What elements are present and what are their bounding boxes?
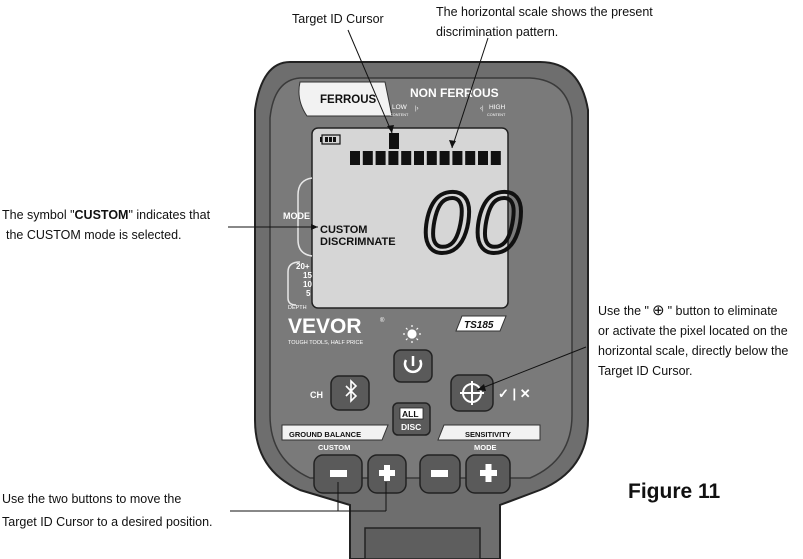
depth-10: 10 bbox=[303, 280, 312, 289]
sensitivity-minus-button[interactable] bbox=[419, 454, 461, 494]
ground-balance-bar bbox=[281, 424, 389, 441]
sensitivity-plus-button[interactable] bbox=[465, 454, 511, 494]
scale-segment bbox=[426, 151, 437, 165]
model-label: TS185 bbox=[464, 320, 494, 331]
backlight-icon bbox=[403, 325, 421, 343]
eliminate-line3: horizontal scale, directly below the bbox=[598, 344, 789, 358]
eliminate-line2: or activate the pixel located on the bbox=[598, 324, 788, 338]
scale-segment bbox=[350, 151, 360, 165]
cursor-plus-button[interactable] bbox=[367, 454, 407, 494]
depth-5: 5 bbox=[306, 289, 311, 298]
ch-label: CH bbox=[310, 390, 323, 400]
depth-15: 15 bbox=[303, 271, 312, 280]
brand-logo: VEVOR bbox=[288, 315, 362, 338]
depth-bracket bbox=[287, 261, 301, 306]
depth-label: DEPTH bbox=[288, 305, 307, 311]
scale-segment bbox=[478, 151, 488, 165]
low-tone-icon: |› bbox=[415, 106, 419, 112]
eliminate-callout: Use the "⊕" button to eliminate or activ… bbox=[598, 301, 788, 381]
brand-tagline: TOUGH TOOLS, HALF PRICE bbox=[288, 340, 364, 346]
custom-callout: The symbol "CUSTOM" indicates that the C… bbox=[2, 205, 210, 245]
scale-segment bbox=[439, 151, 450, 165]
ground-balance-label: GROUND BALANCE bbox=[289, 430, 361, 439]
target-id-cursor bbox=[389, 133, 399, 149]
target-id-digits: 00 bbox=[422, 175, 526, 271]
lcd-screen bbox=[311, 127, 509, 309]
move-line1: Use the two buttons to move the bbox=[2, 492, 182, 506]
brand-registered-mark: ® bbox=[380, 317, 385, 324]
gb-custom-label: CUSTOM bbox=[318, 443, 350, 452]
custom-line2: the CUSTOM mode is selected. bbox=[6, 228, 182, 242]
ferrous-tab bbox=[298, 81, 393, 117]
custom-indicator: CUSTOM bbox=[320, 224, 367, 236]
target-id-cursor-callout: Target ID Cursor bbox=[292, 12, 384, 26]
figure-label: Figure 11 bbox=[628, 480, 721, 503]
disc-label: DISC bbox=[401, 422, 421, 432]
sens-mode-label: MODE bbox=[474, 443, 497, 452]
low-label: LOW bbox=[392, 104, 408, 111]
depth-20: 20+ bbox=[296, 262, 310, 271]
power-icon bbox=[403, 359, 423, 374]
high-tone-icon: ‹| bbox=[480, 106, 484, 112]
scale-segment bbox=[490, 151, 501, 165]
bluetooth-icon bbox=[345, 379, 358, 403]
all-label: ALL bbox=[402, 409, 419, 419]
move-cursor-callout: Use the two buttons to move the Target I… bbox=[2, 488, 213, 534]
ferrous-label: FERROUS bbox=[320, 94, 377, 106]
scale-segment bbox=[452, 151, 463, 165]
low-content-label: CONTENT bbox=[390, 113, 409, 117]
bluetooth-button[interactable] bbox=[330, 375, 370, 411]
custom-word: CUSTOM bbox=[74, 208, 129, 222]
scale-segment bbox=[375, 151, 386, 165]
high-content-label: CONTENT bbox=[487, 113, 506, 117]
scale-segment bbox=[465, 151, 476, 165]
mode-bracket bbox=[297, 177, 313, 257]
accept-reject-icons: ✓ | ✕ bbox=[498, 386, 531, 401]
horizontal-scale-line1: The horizontal scale shows the present bbox=[436, 5, 653, 19]
discriminate-indicator: DISCRIMNATE bbox=[320, 236, 396, 248]
leader-lines bbox=[228, 29, 587, 512]
eliminate-pixel-button[interactable] bbox=[450, 374, 494, 412]
mode-label: MODE bbox=[283, 211, 310, 221]
sensitivity-label: SENSITIVITY bbox=[465, 430, 511, 439]
power-button[interactable] bbox=[393, 349, 433, 383]
scale-segment bbox=[401, 151, 412, 165]
eliminate-line4: Target ID Cursor. bbox=[598, 364, 693, 378]
non-ferrous-label: NON FERROUS bbox=[410, 86, 499, 100]
custom-line1: The symbol "CUSTOM" indicates that bbox=[2, 208, 211, 222]
eliminate-line1: Use the "⊕" button to eliminate bbox=[598, 302, 778, 319]
discrimination-scale bbox=[350, 151, 501, 165]
minus-icon bbox=[330, 470, 347, 477]
model-badge bbox=[455, 315, 507, 332]
scale-segment bbox=[414, 151, 424, 165]
handle bbox=[364, 527, 481, 559]
horizontal-scale-callout: The horizontal scale shows the present d… bbox=[436, 2, 653, 42]
horizontal-scale-line2: discrimination pattern. bbox=[436, 25, 559, 39]
move-line2: Target ID Cursor to a desired position. bbox=[2, 515, 213, 529]
minus-icon bbox=[431, 470, 448, 477]
high-label: HIGH bbox=[489, 104, 506, 111]
scale-segment bbox=[388, 151, 399, 165]
all-disc-button[interactable] bbox=[392, 402, 431, 436]
crosshair-inline-icon: ⊕ bbox=[652, 302, 665, 319]
scale-segment bbox=[362, 151, 373, 165]
sensitivity-bar bbox=[437, 424, 541, 441]
